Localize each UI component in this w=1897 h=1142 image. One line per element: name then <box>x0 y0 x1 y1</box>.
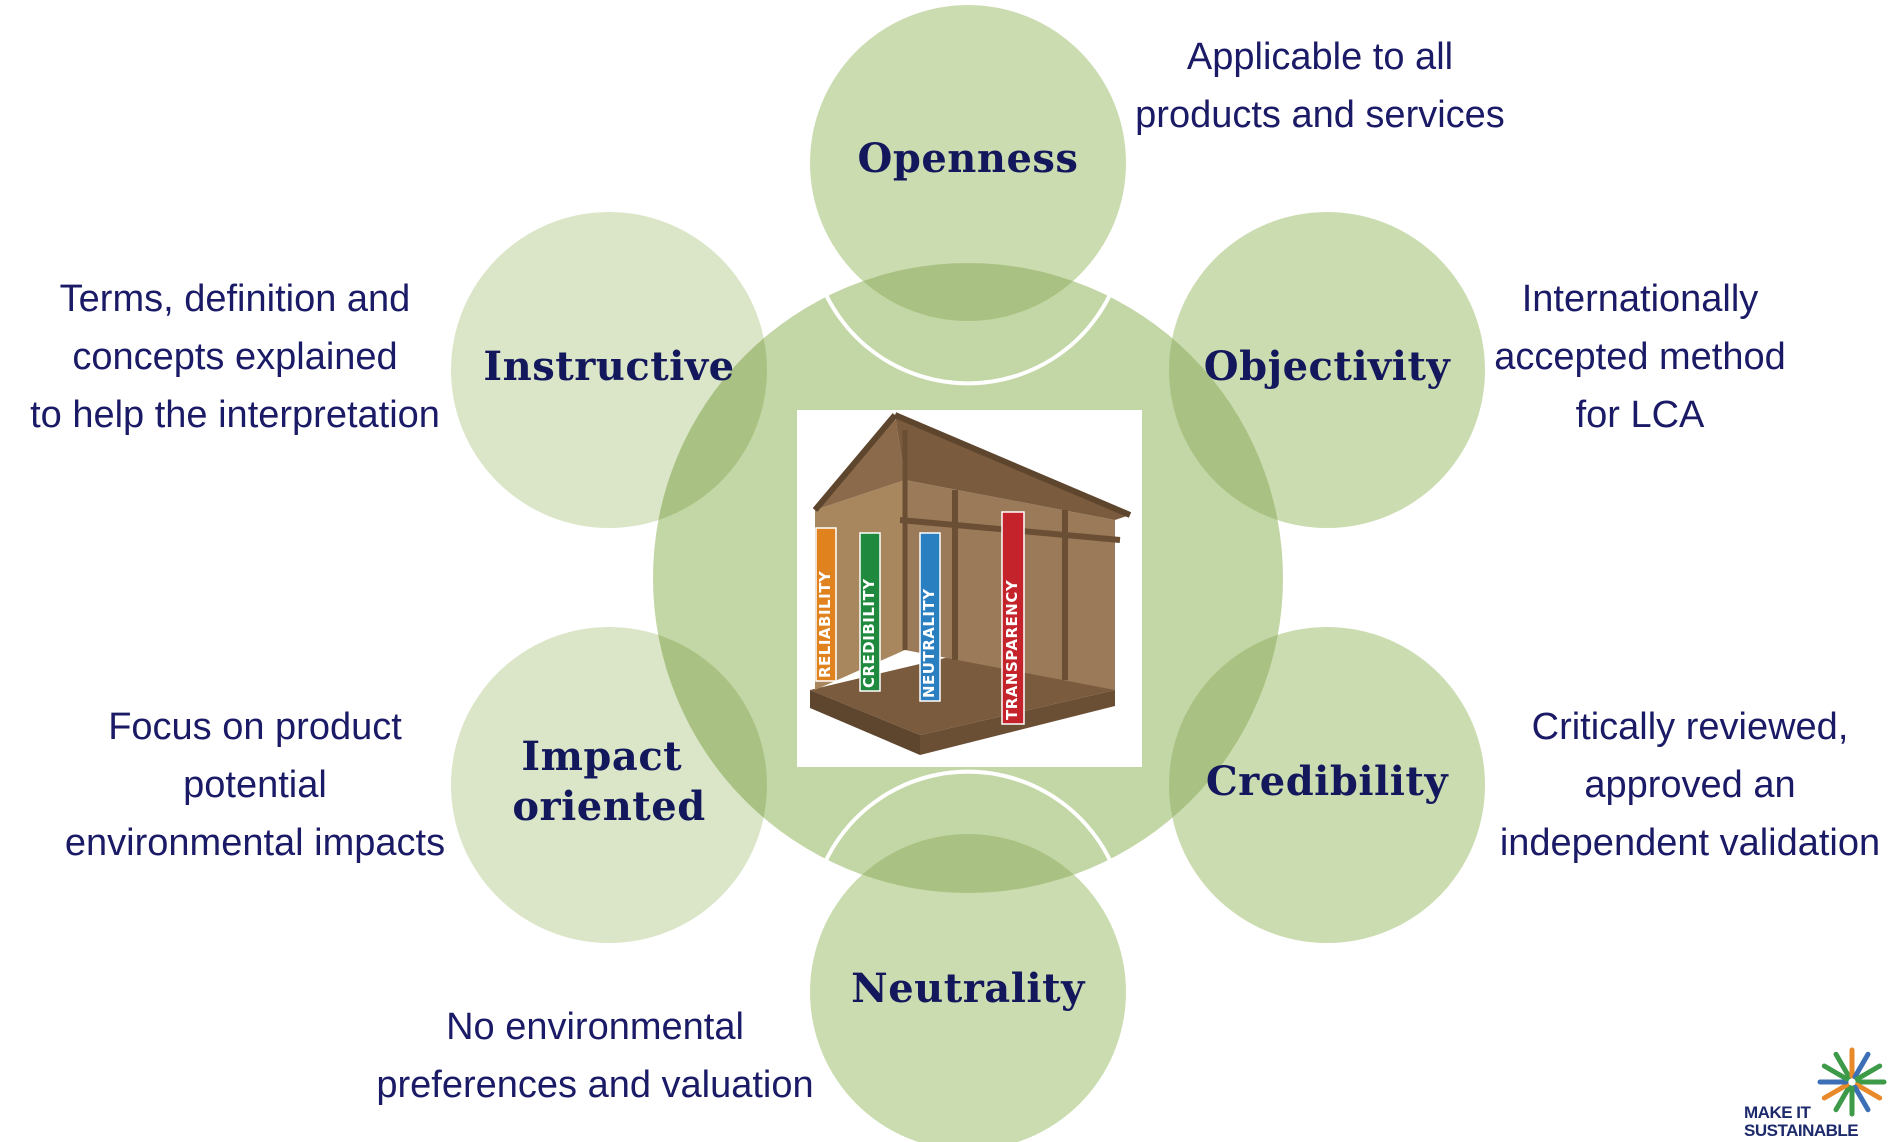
house-beam-2 <box>893 412 1132 518</box>
neutrality-label: Neutrality <box>851 965 1086 1012</box>
neutrality-rim <box>816 769 1120 881</box>
instructive-description: Terms, definition and concepts explained… <box>30 278 440 436</box>
logo-star-icon <box>1817 1047 1887 1117</box>
node-neutrality <box>810 834 1126 1142</box>
logo-star-ray <box>1852 1051 1871 1080</box>
logo-star-ray <box>1833 1051 1852 1080</box>
logo-text-line2: SUSTAINABLE <box>1744 1121 1859 1140</box>
logo-star-ray <box>1821 1082 1850 1101</box>
pillar-transparency: TRANSPARENCY <box>1001 511 1025 725</box>
pillar-neutrality: NEUTRALITY <box>919 532 941 702</box>
make-it-sustainable-logo: MAKE IT SUSTAINABLE <box>1742 1042 1897 1142</box>
neutrality-description: No environmental preferences and valuati… <box>376 1006 814 1106</box>
credibility-description: Critically reviewed, approved an indepen… <box>1499 706 1881 864</box>
pillar-credibility: CREDIBILITY <box>859 532 881 692</box>
credibility-label: Credibility <box>1206 758 1450 805</box>
pillar-credibility-label: CREDIBILITY <box>860 578 878 688</box>
objectivity-description: Internationally accepted method for LCA <box>1494 278 1786 436</box>
node-openness <box>810 5 1126 321</box>
impact-oriented-label: Impact oriented <box>512 733 705 830</box>
instructive-label: Instructive <box>483 343 734 390</box>
logo-star-ray <box>1821 1063 1850 1082</box>
logo-star-ray <box>1833 1084 1852 1113</box>
openness-description: Applicable to all products and services <box>1135 36 1505 136</box>
openness-label: Openness <box>858 135 1079 182</box>
pillar-reliability-label: RELIABILITY <box>816 570 834 678</box>
house-floor-edge <box>810 690 920 755</box>
openness-rim <box>816 274 1120 386</box>
house-beam-1 <box>812 413 898 512</box>
pillar-transparency-label: TRANSPARENCY <box>1003 579 1021 720</box>
neutrality-circle <box>810 834 1126 1142</box>
openness-circle <box>810 5 1126 321</box>
logo-text-line1: MAKE IT <box>1744 1103 1811 1122</box>
pillar-neutrality-label: NEUTRALITY <box>920 588 938 698</box>
house-picture: RELIABILITY CREDIBILITY NEUTRALITY TRANS… <box>797 410 1142 767</box>
logo-star-ray <box>1854 1082 1883 1101</box>
logo-star-ray <box>1854 1063 1883 1082</box>
objectivity-label: Objectivity <box>1204 343 1452 390</box>
logo-star-ray <box>1852 1084 1871 1113</box>
pillar-reliability: RELIABILITY <box>815 527 837 682</box>
impact-oriented-description: Focus on product potential environmental… <box>64 706 446 864</box>
